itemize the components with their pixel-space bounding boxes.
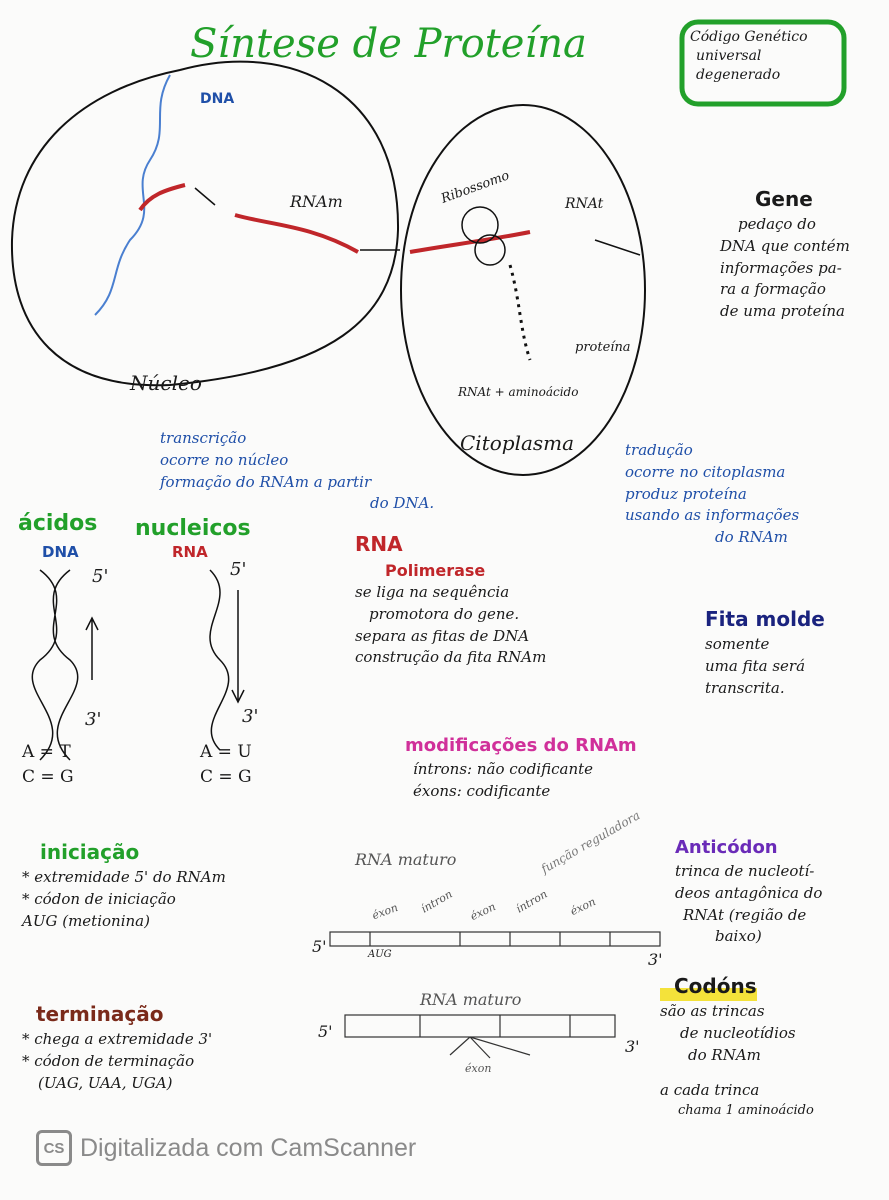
terminacao-section: terminação * chega a extremidade 3' * có…: [22, 1002, 213, 1092]
gene-section: Gene pedaço do DNA que contém informaçõe…: [720, 187, 850, 320]
camscanner-watermark: CS Digitalizada com CamScanner: [36, 1130, 416, 1166]
pre-mrna-bar: [329, 931, 661, 947]
citoplasma-label: Citoplasma: [460, 431, 575, 455]
polimerase-section: RNA Polimerase se liga na sequência prom…: [355, 532, 547, 667]
acidos-rna-label: RNA: [172, 543, 208, 561]
modificacoes-section: modificações do RNAm íntrons: não codifi…: [405, 735, 637, 800]
nucleicos-title: nucleicos: [135, 516, 251, 541]
aug-label: AUG: [368, 949, 392, 960]
splice-label-2: RNA maturo: [420, 990, 522, 1009]
mature-exon-label: éxon: [465, 1062, 492, 1075]
dna-strand: [94, 74, 171, 316]
codons-section: Codóns são as trincas de nucleotídios do…: [660, 972, 814, 1118]
rna-t-aa-label: RNAt + aminoácido: [458, 385, 579, 399]
dna-label: DNA: [200, 91, 235, 107]
codigo-box: [679, 19, 847, 107]
acidos-title: ácidos: [18, 511, 98, 536]
rna-strand: [209, 569, 230, 751]
rna-pairs: A = U C = G: [200, 742, 252, 787]
rna-m-label: RNAm: [290, 192, 343, 211]
mature-mrna-bar: [344, 1014, 616, 1059]
rna-t-label: RNAt: [565, 196, 604, 212]
dna-5-label: 5': [92, 566, 109, 587]
fita-molde-section: Fita molde somente uma fita será transcr…: [705, 607, 825, 697]
splice-label-1: RNA maturo: [355, 850, 457, 869]
codigo-genetico-box: Código Genético universal degenerado: [690, 29, 808, 83]
camscanner-logo-icon: CS: [36, 1130, 72, 1166]
rna-5-label: 5': [230, 559, 247, 580]
splice-3-label: 3': [648, 950, 663, 969]
cytoplasm-outline: [400, 104, 646, 476]
transcricao-section: transcrição ocorre no núcleo formação do…: [160, 429, 435, 513]
splice-5-label: 5': [312, 937, 327, 956]
nucleus-outline: [10, 60, 400, 387]
page-title: Síntese de Proteína: [190, 21, 587, 67]
acidos-dna-label: DNA: [42, 543, 79, 561]
anticodon-section: Anticódon trinca de nucleotí- deos antag…: [675, 837, 823, 946]
traducao-section: tradução ocorre no citoplasma produz pro…: [625, 441, 800, 546]
rna-3-label: 3': [242, 706, 259, 727]
nucleo-label: Núcleo: [130, 371, 202, 395]
iniciacao-section: iniciação * extremidade 5' do RNAm * cód…: [22, 840, 226, 930]
proteina-label: proteína: [575, 340, 631, 355]
dna-helix: [31, 569, 79, 761]
dna-pairs: A = T C = G: [22, 742, 74, 787]
dna-3-label: 3': [85, 709, 102, 730]
mature-5-label: 5': [318, 1022, 333, 1041]
mature-3-label: 3': [625, 1037, 640, 1056]
